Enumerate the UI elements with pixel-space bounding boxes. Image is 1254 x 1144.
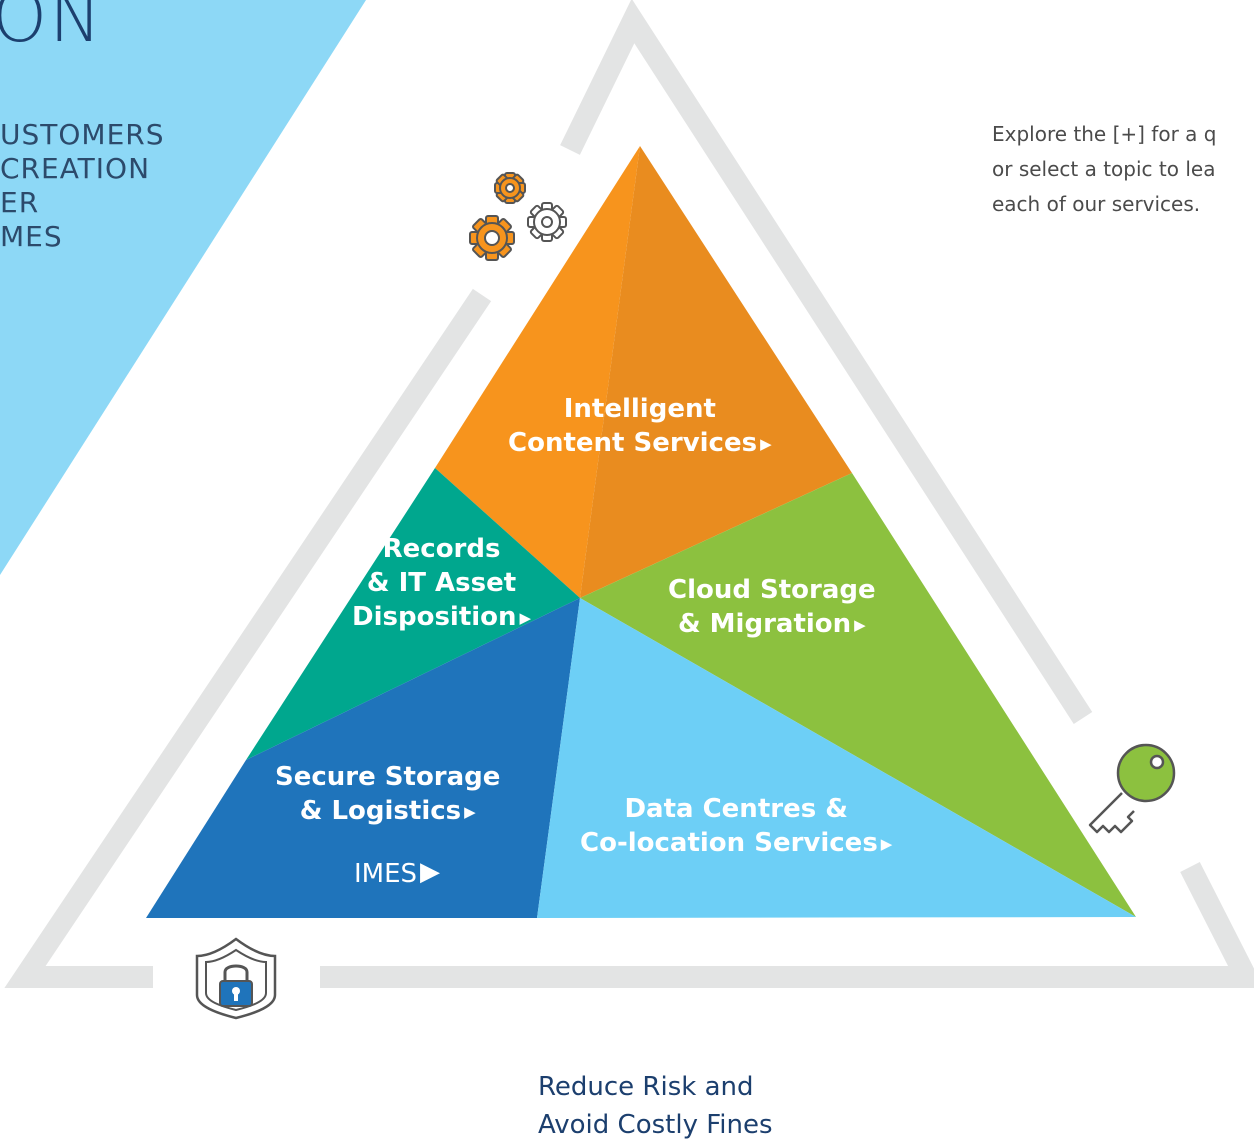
intro-line: each of our services.: [992, 192, 1201, 216]
header-lines: USTOMERS CREATION ER MES: [0, 118, 165, 254]
frame-bottom: [320, 862, 1254, 988]
play-arrow-icon: ▶: [464, 803, 476, 821]
records-line-2: & IT Asset: [366, 568, 517, 598]
play-arrow-icon: ▶: [880, 835, 893, 853]
intelligent-content-link[interactable]: Intelligent Content Services▶: [508, 392, 772, 461]
datacentres-line-2: Co-location Services: [580, 828, 878, 858]
header-title-fragment: ON: [0, 0, 104, 58]
segment-records[interactable]: [246, 468, 580, 760]
cloud-line-1: Cloud Storage: [668, 575, 876, 605]
frame-left-side: [4, 288, 492, 988]
play-arrow-icon: ▶: [420, 857, 441, 887]
frame-right-side: [560, 0, 1093, 724]
records-link[interactable]: Records & IT Asset Disposition▶: [352, 532, 531, 635]
play-arrow-icon: ▶: [854, 616, 866, 634]
secure-storage-link[interactable]: Secure Storage & Logistics▶: [275, 760, 500, 829]
cloud-storage-link[interactable]: Cloud Storage & Migration▶: [668, 573, 876, 642]
key-icon: [1088, 743, 1176, 834]
datacentres-link[interactable]: Data Centres & Co-location Services▶: [580, 792, 892, 861]
caption-line: Reduce Risk and: [538, 1072, 754, 1102]
header-line: CREATION: [0, 152, 151, 185]
outer-frame: [4, 0, 1254, 988]
cloud-line-2: & Migration: [677, 609, 852, 639]
intro-line: Explore the [+] for a q: [992, 122, 1217, 146]
sky-band: [0, 0, 366, 575]
segment-intelligent-light[interactable]: [435, 146, 640, 598]
header-line: ER: [0, 186, 40, 219]
intelligent-line-2: Content Services: [508, 428, 758, 458]
segment-cloud[interactable]: [580, 473, 1136, 917]
caption-line: Avoid Costly Fines: [538, 1110, 773, 1140]
intro-text: Explore the [+] for a q or select a topi…: [992, 117, 1216, 222]
segment-intelligent-dark[interactable]: [580, 146, 852, 598]
play-arrow-icon: ▶: [760, 435, 772, 453]
play-arrow-icon: ▶: [519, 609, 532, 627]
header-line: MES: [0, 220, 63, 253]
secure-line-2: & Logistics: [299, 796, 462, 826]
records-line-3: Disposition: [352, 602, 517, 632]
risk-caption: Reduce Risk and Avoid Costly Fines: [538, 1068, 773, 1144]
imes-label: IMES: [354, 859, 418, 889]
intro-line: or select a topic to lea: [992, 157, 1216, 181]
intelligent-line-1: Intelligent: [563, 394, 716, 424]
gears-icon: [469, 172, 567, 261]
segment-secure[interactable]: [146, 598, 580, 918]
imes-link[interactable]: IMES▶: [354, 857, 440, 889]
datacentres-line-1: Data Centres &: [624, 794, 848, 824]
shield-lock-icon: [195, 937, 277, 1020]
segment-datacentres[interactable]: [537, 598, 1136, 918]
secure-line-1: Secure Storage: [275, 762, 501, 792]
records-line-1: Records: [382, 534, 501, 564]
header-line: USTOMERS: [0, 118, 165, 151]
